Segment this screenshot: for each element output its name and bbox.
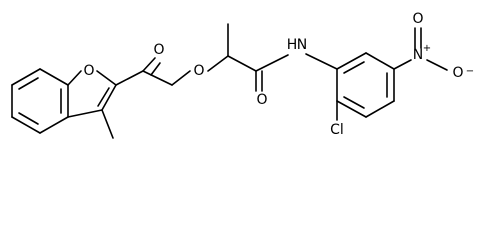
bond-double-inner xyxy=(18,112,39,125)
bond xyxy=(255,54,289,72)
nitro-nitrogen-label: N xyxy=(413,47,423,63)
bond-double-inner xyxy=(18,77,39,90)
ring-oxygen-label: O xyxy=(83,63,94,79)
bond xyxy=(365,100,395,118)
bond-double-inner xyxy=(343,61,365,74)
molecule-structure-diagram: O O O O H N Cl N + O O − xyxy=(11,11,474,139)
bond xyxy=(67,109,103,118)
nitro-oxygen-charge: − xyxy=(466,66,474,77)
nitro-nitrogen-charge: + xyxy=(423,43,431,54)
bond xyxy=(142,70,173,86)
ester-carbonyl-oxygen-label: O xyxy=(153,42,164,58)
ester-oxygen-label: O xyxy=(193,63,204,79)
amide-nitrogen-label: N xyxy=(297,37,307,53)
bond xyxy=(11,116,41,134)
bond xyxy=(171,70,191,86)
bond xyxy=(365,52,395,70)
bond xyxy=(336,100,367,118)
bonds xyxy=(11,23,448,139)
bond-double-inner xyxy=(97,87,110,107)
nitro-oxygen-top-label: O xyxy=(412,11,423,27)
amide-hydrogen-label: H xyxy=(287,37,298,53)
bond xyxy=(142,57,156,72)
bond xyxy=(207,55,229,72)
bond xyxy=(39,68,69,86)
bond xyxy=(11,68,41,86)
bond-double-inner xyxy=(343,96,365,109)
bond xyxy=(101,84,117,111)
bond xyxy=(426,59,448,71)
bond xyxy=(67,70,82,86)
bond xyxy=(227,55,257,72)
bond xyxy=(115,70,144,86)
chlorine-label: Cl xyxy=(330,122,344,138)
bond xyxy=(101,109,114,139)
nitro-oxygen-right-label: O xyxy=(452,65,463,81)
bond xyxy=(150,62,161,76)
amide-nh-label: H N xyxy=(287,37,308,53)
bond xyxy=(393,59,412,70)
bond xyxy=(305,53,338,70)
bond xyxy=(336,52,367,70)
bond xyxy=(39,116,69,134)
bond xyxy=(96,70,117,86)
amide-oxygen-label: O xyxy=(256,92,267,108)
atom-labels: O O O O H N Cl N + O O − xyxy=(83,11,474,138)
nitro-group-label: N + O O − xyxy=(412,11,474,81)
